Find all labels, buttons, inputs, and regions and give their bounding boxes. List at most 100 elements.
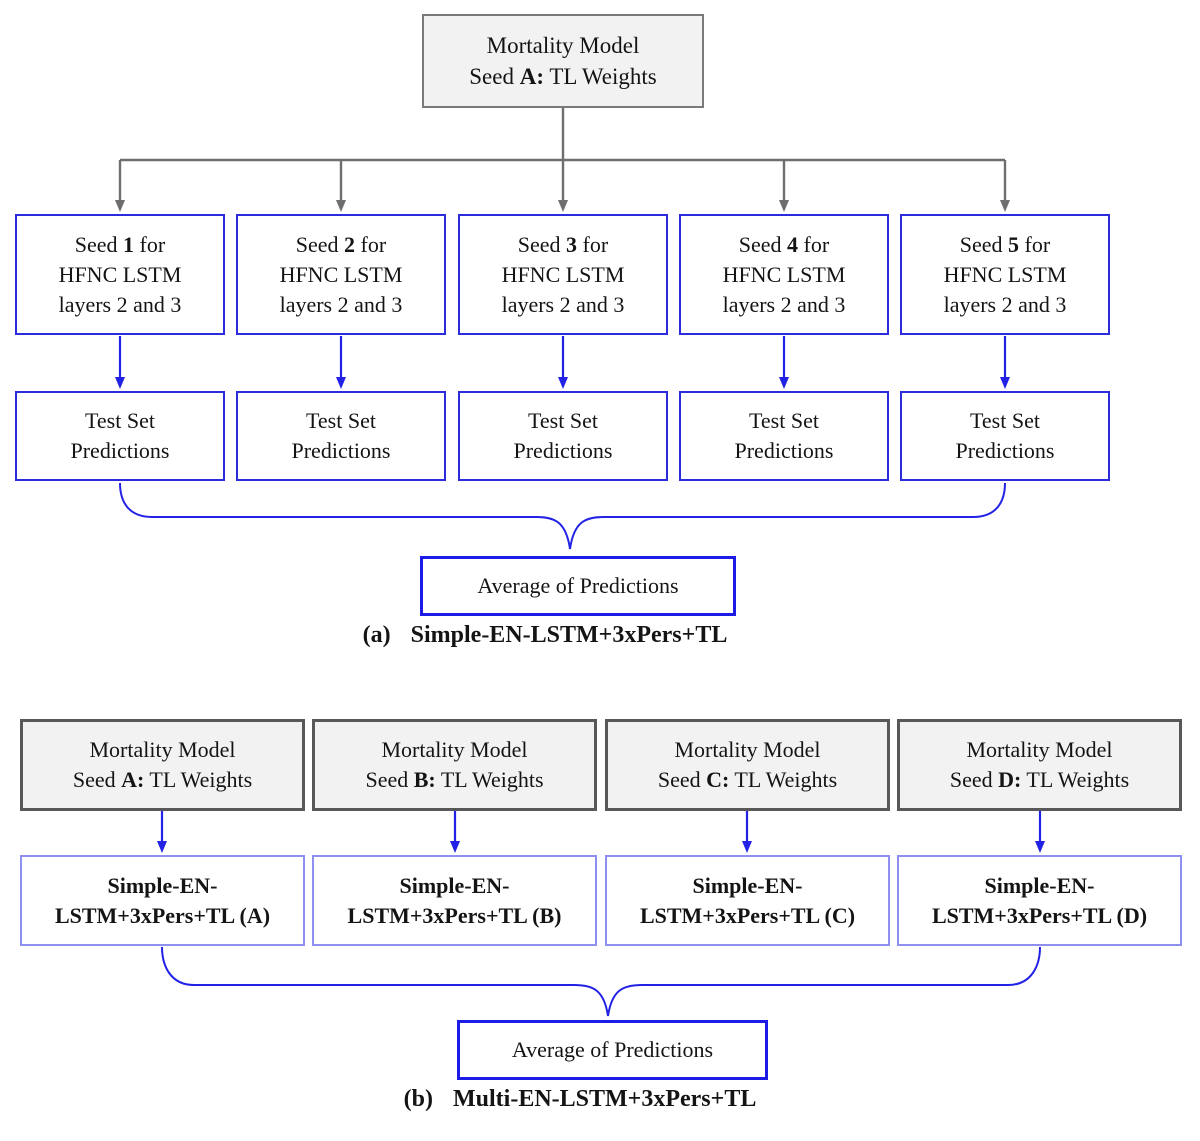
ensemble-box-D: Simple-EN- LSTM+3xPers+TL (D) (897, 855, 1182, 946)
text-segment: for (798, 231, 830, 257)
arrowhead-icon (450, 841, 460, 853)
text-line: Seed D: TL Weights (900, 765, 1179, 795)
seed-number: 1 (123, 231, 135, 257)
text-line: LSTM+3xPers+TL (A) (54, 902, 271, 928)
text-line: Test Set (85, 408, 155, 433)
text-segment: Seed (959, 231, 1009, 257)
text-line: HFNC LSTM (279, 261, 403, 287)
ensemble-box-B: Simple-EN- LSTM+3xPers+TL (B) (312, 855, 597, 946)
text-line: Mortality Model (381, 737, 528, 762)
text-line: Seed 2 for (238, 230, 444, 260)
box-text: Average of Predictions (511, 1037, 714, 1062)
text-segment: TL Weights (1021, 767, 1130, 792)
box-text: Simple-EN- LSTM+3xPers+TL (C) (607, 871, 888, 931)
seed-number: 4 (787, 231, 799, 257)
seed-number: 3 (566, 231, 578, 257)
seed-letter: C: (706, 767, 730, 792)
text-line: LSTM+3xPers+TL (D) (931, 902, 1148, 928)
seed-letter: A: (121, 767, 145, 792)
ensemble-box-A: Simple-EN- LSTM+3xPers+TL (A) (20, 855, 305, 946)
text-line: Simple-EN- (984, 872, 1095, 898)
text-line: HFNC LSTM (722, 261, 846, 287)
mortality-model-box-B: Mortality Model Seed B: TL Weights (312, 719, 597, 811)
text-line: layers 2 and 3 (501, 291, 625, 317)
seed-to-test-arrows (115, 336, 1010, 389)
test-predictions-box-3: Test Set Predictions (458, 391, 668, 481)
text-segment: Seed (738, 231, 788, 257)
box-text: Test Set Predictions (681, 406, 887, 466)
text-segment: Seed (295, 231, 345, 257)
average-predictions-box-b: Average of Predictions (457, 1020, 768, 1080)
text-line: Mortality Model (966, 737, 1113, 762)
text-segment: TL Weights (544, 64, 657, 89)
box-text: Mortality Model Seed D: TL Weights (900, 735, 1179, 795)
arrowhead-icon (336, 200, 346, 212)
text-segment: for (577, 231, 609, 257)
caption-label: (a) (362, 622, 391, 648)
box-text: Mortality Model Seed B: TL Weights (315, 735, 594, 795)
test-predictions-box-1: Test Set Predictions (15, 391, 225, 481)
caption-a: (a) Simple-EN-LSTM+3xPers+TL (0, 622, 1090, 649)
text-segment: for (134, 231, 166, 257)
text-segment: Seed (74, 231, 124, 257)
text-segment: Seed (469, 64, 520, 89)
gray-branch-connector (115, 108, 1010, 212)
box-text: Seed 5 for HFNC LSTM layers 2 and 3 (902, 230, 1108, 320)
caption-title: Simple-EN-LSTM+3xPers+TL (410, 622, 728, 648)
mortality-model-box-A: Mortality Model Seed A: TL Weights (20, 719, 305, 811)
text-segment: for (1019, 231, 1051, 257)
box-text: Seed 2 for HFNC LSTM layers 2 and 3 (238, 230, 444, 320)
mortality-model-box-C: Mortality Model Seed C: TL Weights (605, 719, 890, 811)
text-segment: TL Weights (435, 767, 544, 792)
box-text: Seed 4 for HFNC LSTM layers 2 and 3 (681, 230, 887, 320)
text-line: Seed A: TL Weights (23, 765, 302, 795)
test-predictions-box-5: Test Set Predictions (900, 391, 1110, 481)
seed-letter: D: (998, 767, 1022, 792)
text-line: Test Set (970, 408, 1040, 433)
brace-b (161, 946, 1041, 1017)
text-segment: Seed (365, 767, 414, 792)
text-line: Seed 1 for (17, 230, 223, 260)
arrowhead-icon (742, 841, 752, 853)
text-segment: Seed (657, 767, 707, 792)
text-line: Mortality Model (486, 33, 640, 58)
text-line: Predictions (291, 438, 391, 463)
mortality-model-box-D: Mortality Model Seed D: TL Weights (897, 719, 1182, 811)
model-to-ensemble-arrows (157, 811, 1045, 853)
seed-box-4: Seed 4 for HFNC LSTM layers 2 and 3 (679, 214, 889, 335)
text-segment: TL Weights (144, 767, 253, 792)
seed-box-1: Seed 1 for HFNC LSTM layers 2 and 3 (15, 214, 225, 335)
text-line: Test Set (528, 408, 598, 433)
arrowhead-icon (1035, 841, 1045, 853)
box-text: Simple-EN- LSTM+3xPers+TL (D) (899, 871, 1180, 931)
seed-box-5: Seed 5 for HFNC LSTM layers 2 and 3 (900, 214, 1110, 335)
box-text: Seed 1 for HFNC LSTM layers 2 and 3 (17, 230, 223, 320)
text-line: layers 2 and 3 (943, 291, 1067, 317)
box-text: Seed 3 for HFNC LSTM layers 2 and 3 (460, 230, 666, 320)
text-segment: for (355, 231, 387, 257)
text-line: HFNC LSTM (943, 261, 1067, 287)
box-text: Average of Predictions (477, 573, 679, 598)
text-line: Simple-EN- (107, 872, 218, 898)
text-line: Seed A: TL Weights (424, 61, 702, 92)
text-segment: Seed (72, 767, 122, 792)
caption-label: (b) (403, 1086, 433, 1112)
text-line: HFNC LSTM (501, 261, 625, 287)
text-line: LSTM+3xPers+TL (B) (347, 902, 562, 928)
arrowhead-icon (558, 200, 568, 212)
box-text: Test Set Predictions (17, 406, 223, 466)
seed-box-2: Seed 2 for HFNC LSTM layers 2 and 3 (236, 214, 446, 335)
arrowhead-icon (1000, 377, 1010, 389)
box-text: Mortality Model Seed A: TL Weights (424, 30, 702, 92)
text-segment: TL Weights (729, 767, 838, 792)
text-line: Predictions (955, 438, 1055, 463)
text-line: HFNC LSTM (58, 261, 182, 287)
caption-title: Multi-EN-LSTM+3xPers+TL (453, 1086, 757, 1112)
text-line: layers 2 and 3 (722, 291, 846, 317)
text-line: Simple-EN- (399, 872, 510, 898)
arrowhead-icon (779, 200, 789, 212)
arrowhead-icon (115, 200, 125, 212)
text-segment: Seed (517, 231, 567, 257)
